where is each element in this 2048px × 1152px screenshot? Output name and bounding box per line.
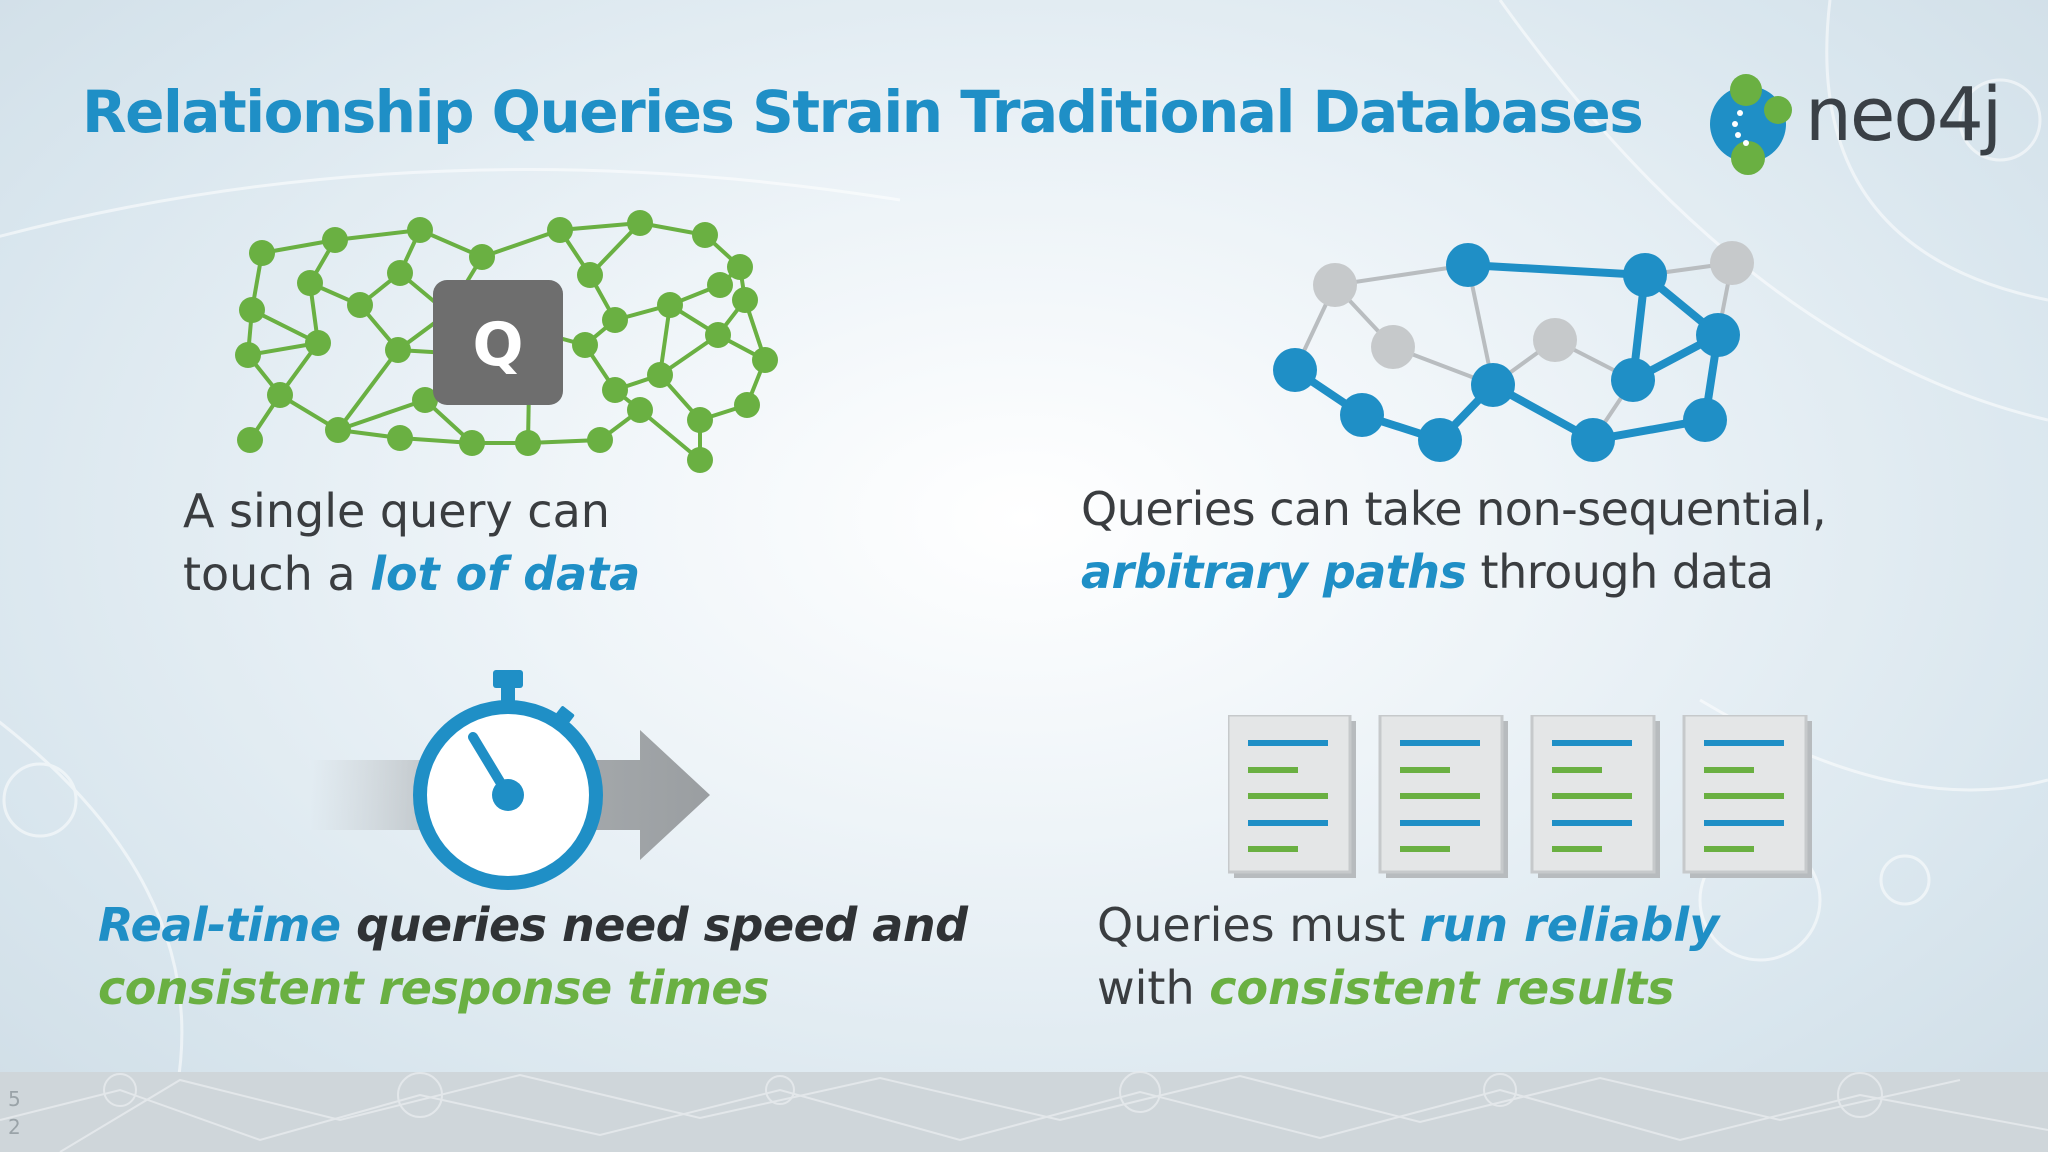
neo4j-logo-text: neo4j	[1805, 72, 2002, 158]
graph-path-icon	[1273, 241, 1754, 462]
neo4j-logo-icon	[1710, 74, 1792, 175]
documents-icon	[1228, 715, 1814, 880]
svg-text:Q: Q	[472, 310, 523, 380]
query-badge: Q	[433, 280, 563, 405]
caption-arbitrary-paths: Queries can take non-sequential,arbitrar…	[1081, 482, 1827, 599]
page-title: Relationship Queries Strain Traditional …	[82, 78, 1644, 146]
green-graph-with-query-icon: Q	[235, 210, 778, 473]
stopwatch-icon	[310, 670, 710, 890]
